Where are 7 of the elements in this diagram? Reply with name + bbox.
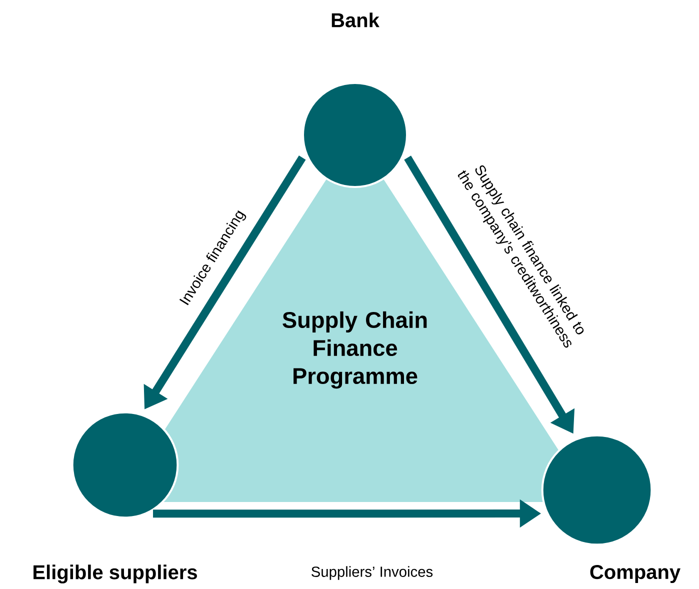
node-label: Bank xyxy=(332,12,380,28)
node-label: Company xyxy=(590,564,680,584)
node-label: Eligible suppliers xyxy=(34,564,197,584)
circle xyxy=(302,82,408,188)
edge-label: Suppliers’ Invoices xyxy=(312,566,433,580)
circle xyxy=(541,434,653,546)
circle xyxy=(71,411,179,519)
